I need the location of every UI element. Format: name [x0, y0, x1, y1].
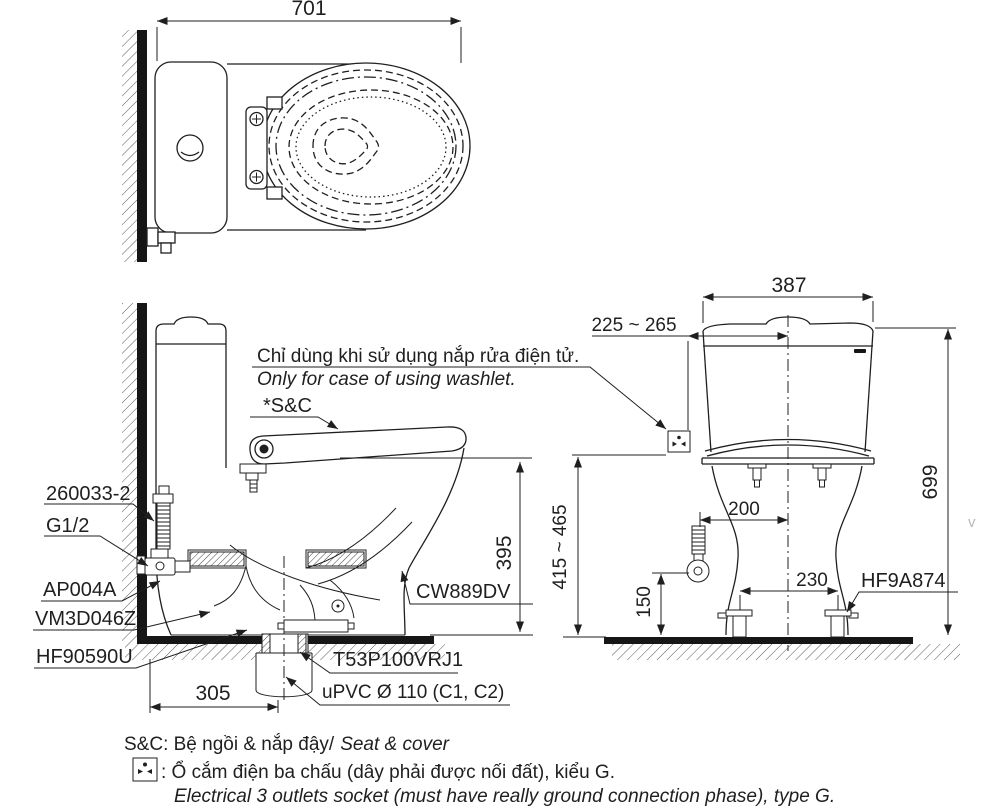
dim-top-length: 701 [291, 0, 326, 20]
dim-rim-height: 395 [493, 535, 516, 570]
dim-supply-height: 150 [634, 586, 655, 618]
brand-logo [854, 349, 866, 353]
label-floor-bolt: HF9A874 [861, 570, 946, 592]
legend-socket-icon [132, 757, 158, 782]
label-drain-joint: T53P100VRJ1 [333, 649, 463, 671]
legend-seat-cover-en: Seat & cover [340, 734, 449, 755]
tank-side [155, 316, 227, 470]
flush-button [176, 134, 204, 162]
legend: S&C: Bệ ngồi & nắp đậy/Seat & cover : Ổ … [124, 733, 835, 807]
dim-rough-in: 305 [195, 682, 230, 705]
label-thread: G1/2 [46, 515, 89, 537]
washlet-mount-bolts [747, 463, 832, 488]
dim-wall-to-center: 225 ~ 265 [591, 315, 676, 336]
legend-seat-cover-vi: S&C: Bệ ngồi & nắp đậy/ [124, 733, 335, 755]
top-view [122, 30, 471, 262]
note-washlet-vi: Chỉ dùng khi sử dụng nắp rửa điện tử. [257, 345, 579, 367]
label-drain-pipe: uPVC Ø 110 (C1, C2) [322, 682, 504, 703]
seat-top-arc [704, 438, 872, 452]
floor-hatching [612, 644, 960, 660]
wall-line [137, 303, 147, 644]
floor-line [604, 637, 913, 644]
floor-bolts-front [717, 609, 859, 638]
spray-nozzle [239, 463, 267, 493]
wall-hatching [122, 30, 138, 262]
dim-socket-height: 415 ~ 465 [550, 504, 571, 589]
floor-flange [277, 619, 355, 633]
supply-front [686, 525, 710, 583]
pedestal-left [711, 465, 739, 636]
note-washlet-en: Only for case of using washlet. [257, 369, 516, 390]
annotation-text: 701 260033-2 G1/2 AP004A VM3D046Z HF9059… [35, 0, 976, 705]
label-bolt-cap: HF90590U [36, 646, 133, 668]
drain-joint [261, 633, 309, 654]
label-bowl-model: CW889DV [416, 581, 511, 603]
legend-socket-vi: : Ổ cắm điện ba chấu (dây phải được nối … [161, 761, 615, 783]
label-flange: VM3D046Z [35, 608, 136, 630]
watermark: v [968, 514, 976, 531]
front-view [563, 315, 960, 660]
wall-line [137, 30, 147, 262]
label-angle-valve: AP004A [43, 579, 117, 601]
leader-lines [33, 366, 958, 706]
outlet-socket-box [667, 430, 691, 453]
label-supply-hose: 260033-2 [46, 483, 131, 505]
supply-connection-plan [146, 227, 176, 254]
bowl-front-profile [403, 447, 465, 636]
seat-cover-side [249, 426, 467, 465]
wall-hatching [122, 303, 138, 644]
dim-supply-to-center: 200 [728, 499, 760, 520]
legend-socket-en: Electrical 3 outlets socket (must have r… [174, 786, 835, 807]
dimension-lines [149, 17, 956, 713]
dim-total-height: 699 [919, 464, 942, 499]
side-view [122, 303, 533, 703]
legend-seat-cover: S&C: Bệ ngồi & nắp đậy/Seat & cover [124, 733, 450, 755]
label-seat-mark: *S&C [263, 395, 312, 417]
hinge-bracket [245, 96, 283, 200]
dim-bolt-spacing: 230 [796, 570, 828, 591]
dim-tank-width: 387 [771, 274, 806, 297]
pedestal-right [835, 465, 863, 636]
internal-trapway [187, 507, 413, 621]
